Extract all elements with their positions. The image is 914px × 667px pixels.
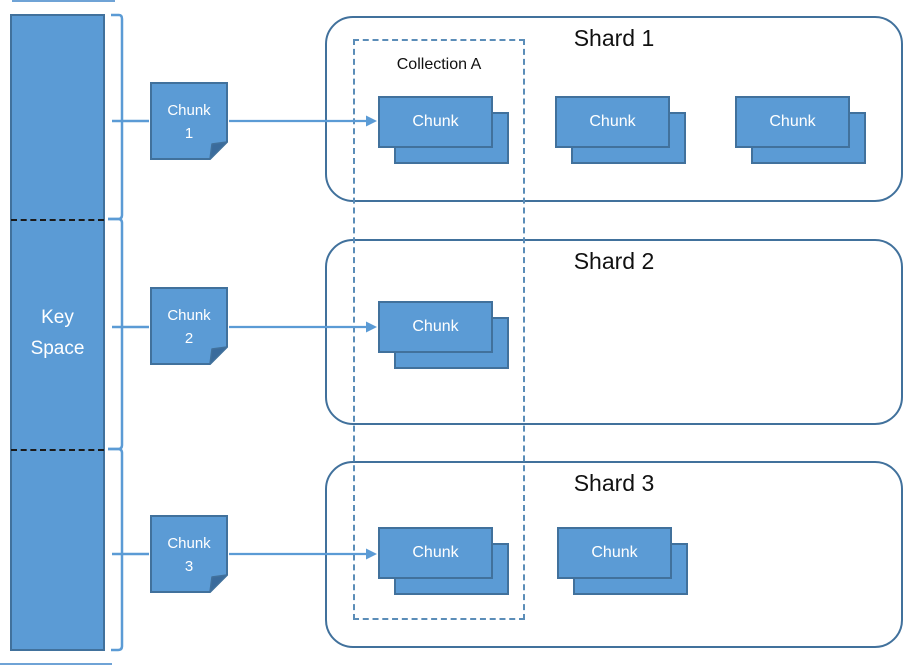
chunk-stack-shard1-collection: Chunk <box>378 96 509 164</box>
chunk-note-2-text: Chunk 2 <box>150 287 228 365</box>
chunk-card: Chunk <box>735 96 850 148</box>
collection-a-box: Collection A <box>353 39 525 620</box>
shard-2-container: Shard 2 <box>325 239 903 425</box>
chunk-note-3: Chunk 3 <box>150 515 228 593</box>
bracket-segment-3 <box>108 447 124 652</box>
note-fold-corner <box>209 141 228 160</box>
chunk-card-label: Chunk <box>412 113 459 130</box>
folded-note-shape <box>150 287 228 365</box>
chunk-note-1-text: Chunk 1 <box>150 82 228 160</box>
chunk-note-number: 2 <box>184 330 194 347</box>
shard-1-title: Shard 1 <box>573 25 655 51</box>
chunk-card: Chunk <box>378 301 493 353</box>
chunk-note-number: 1 <box>184 125 194 142</box>
chunk-note-number: 3 <box>184 558 194 575</box>
chunk-stack-shard3-collection: Chunk <box>378 527 509 595</box>
chunk-card-label: Chunk <box>769 113 816 130</box>
key-range-divider-1 <box>11 219 104 221</box>
chunk-note-1: Chunk 1 <box>150 82 228 160</box>
chunk-stack-shard1-c: Chunk <box>735 96 866 164</box>
chunk-card-label: Chunk <box>591 544 638 561</box>
folded-note-shape <box>150 82 228 160</box>
chunk-stack-shard1-b: Chunk <box>555 96 686 164</box>
shard-3-title: Shard 3 <box>573 470 655 496</box>
chunk-card: Chunk <box>557 527 672 579</box>
chunk-card-label: Chunk <box>589 113 636 130</box>
note-fold-corner <box>209 574 228 593</box>
chunk-note-2: Chunk 2 <box>150 287 228 365</box>
chunk-stack-shard3-b: Chunk <box>557 527 688 595</box>
key-space-label: Key Space <box>30 306 85 359</box>
shard-2-title: Shard 2 <box>573 248 655 274</box>
key-space-bar: Key Space <box>10 14 105 651</box>
chunk-note-name: Chunk <box>167 535 211 552</box>
shard-1-container: Shard 1 <box>325 16 903 202</box>
bracket-segment-2 <box>108 217 124 451</box>
chunk-card-label: Chunk <box>412 318 459 335</box>
key-range-divider-2 <box>11 449 104 451</box>
bracket-segment-1 <box>108 13 124 221</box>
note-fold-corner <box>209 346 228 365</box>
chunk-note-name: Chunk <box>167 102 211 119</box>
chunk-note-3-text: Chunk 3 <box>150 515 228 593</box>
folded-note-shape <box>150 515 228 593</box>
chunk-card: Chunk <box>555 96 670 148</box>
chunk-stack-shard2-collection: Chunk <box>378 301 509 369</box>
chunk-card-label: Chunk <box>412 544 459 561</box>
chunk-card: Chunk <box>378 96 493 148</box>
chunk-card: Chunk <box>378 527 493 579</box>
chunk-note-name: Chunk <box>167 307 211 324</box>
collection-a-label: Collection A <box>396 56 482 73</box>
